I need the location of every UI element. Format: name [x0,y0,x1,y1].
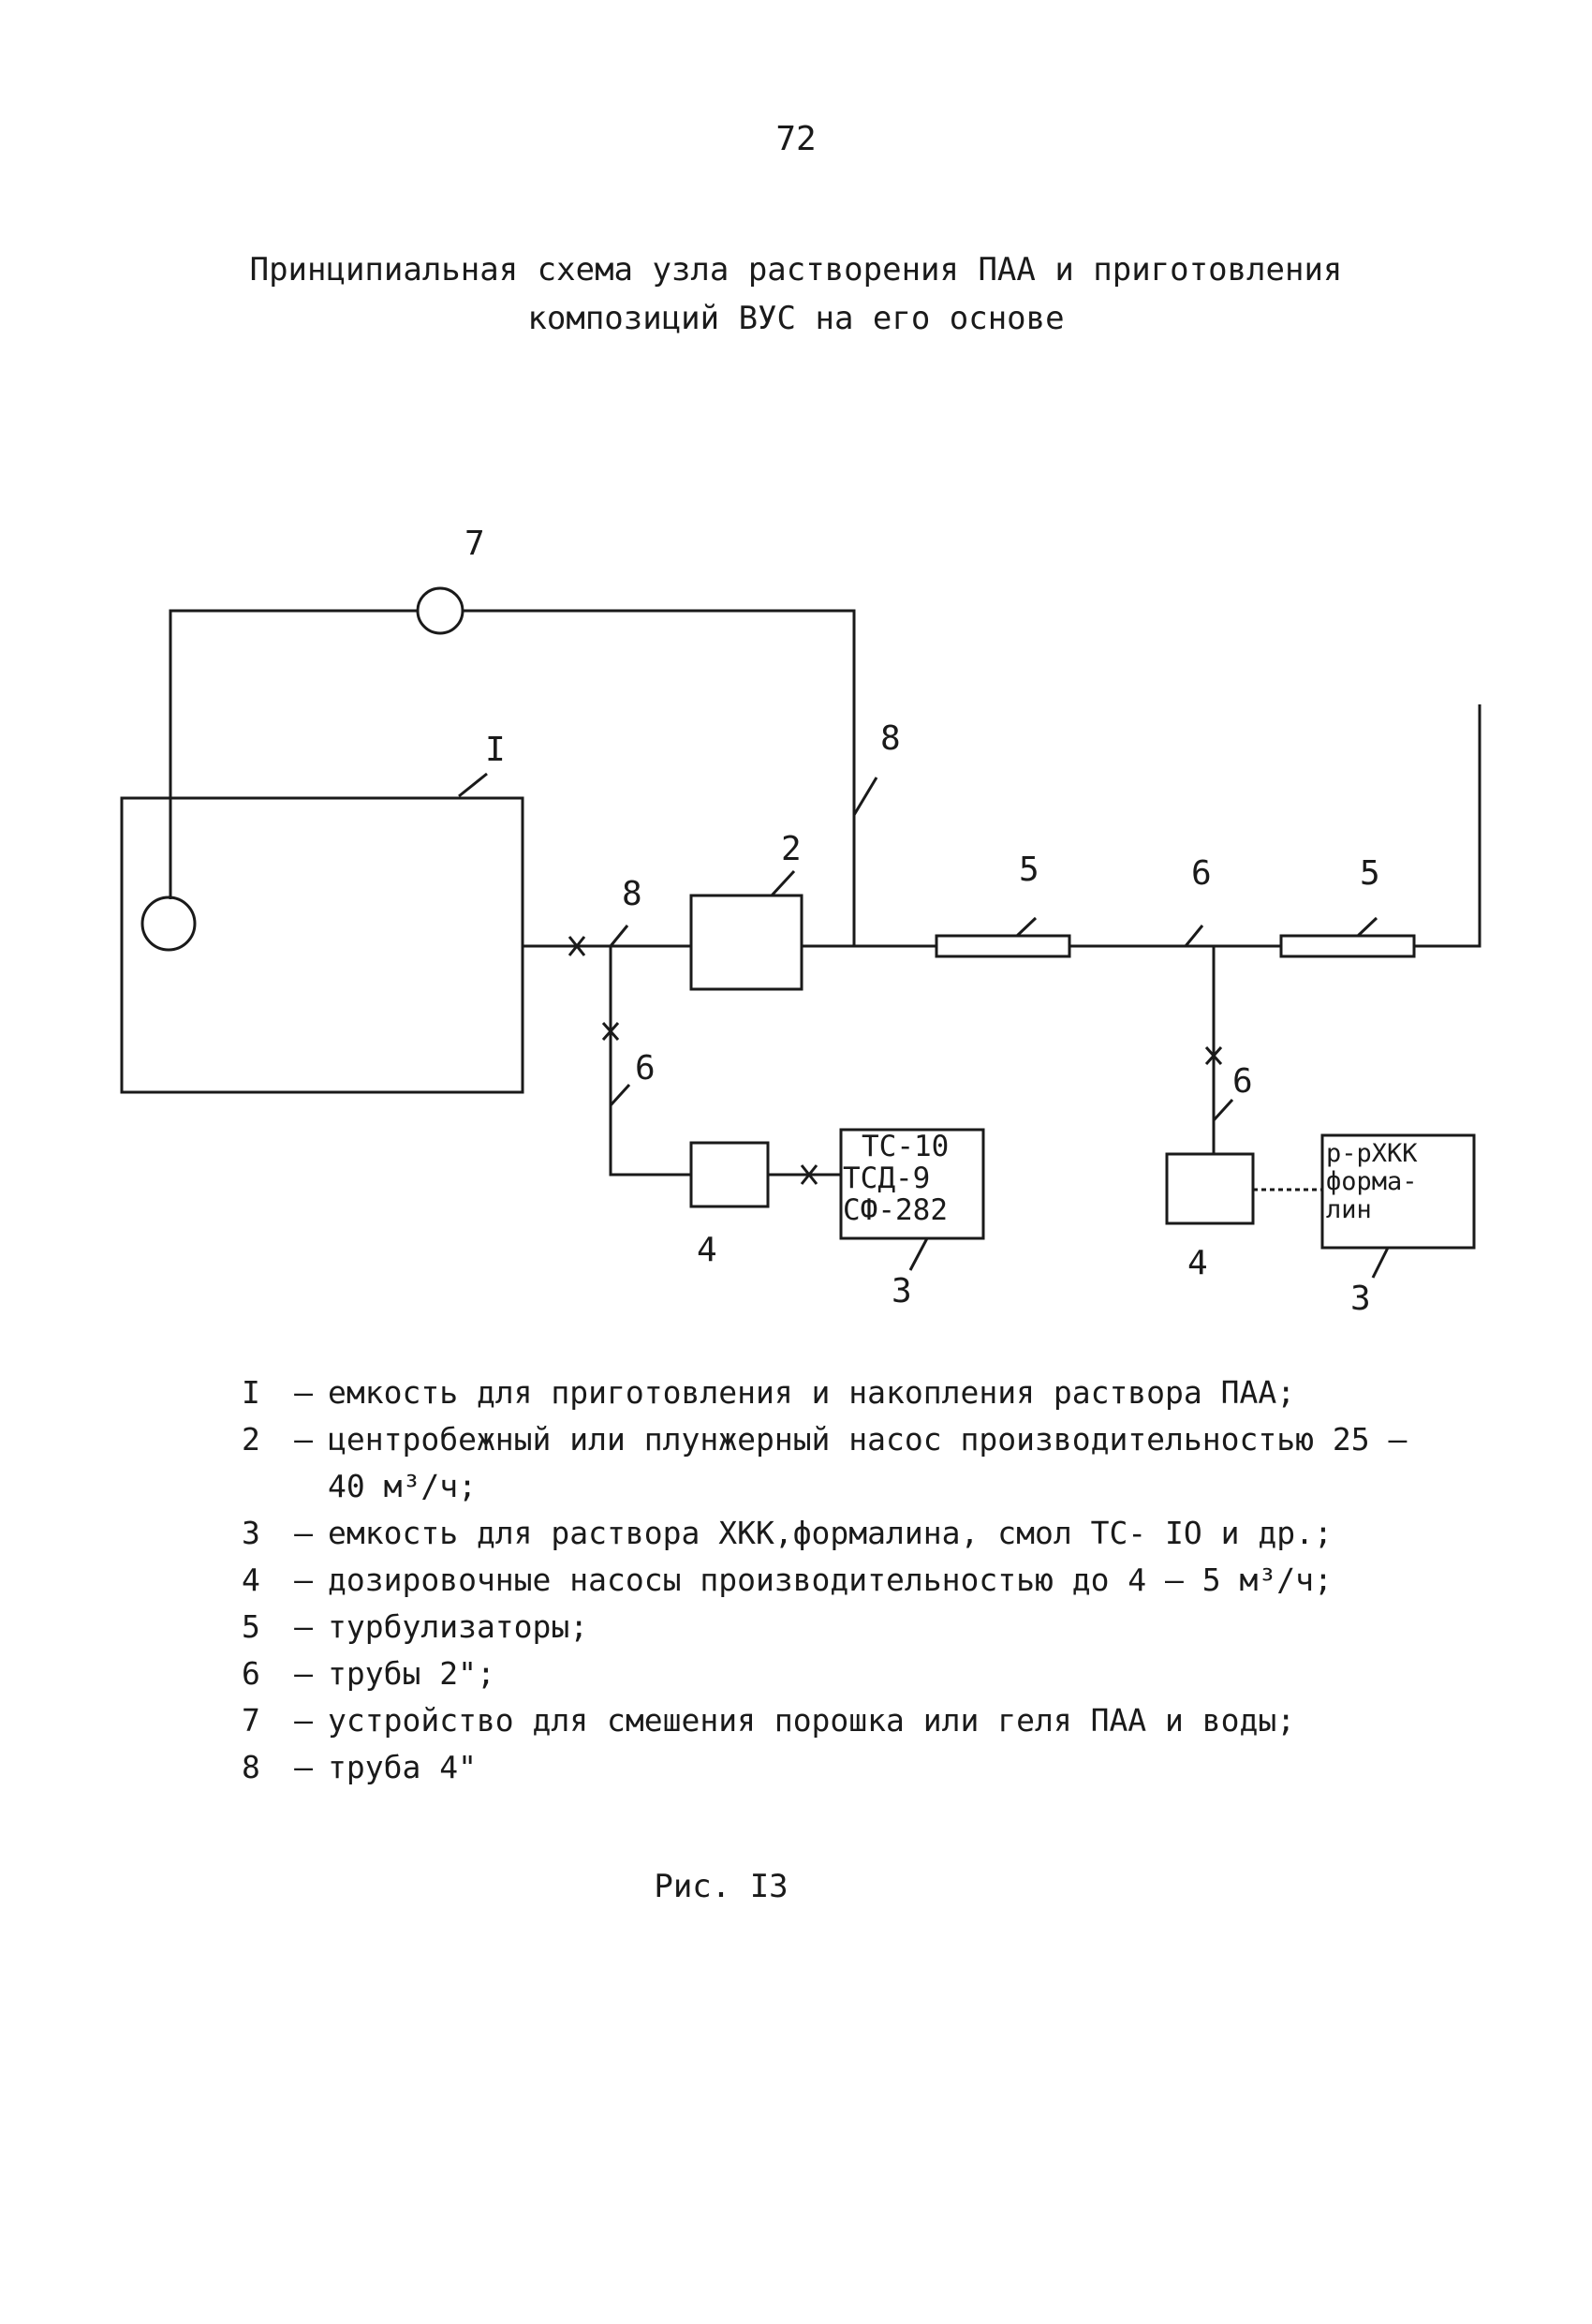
legend-item: 8 – труба 4" [242,1744,1422,1791]
label-doser-left: 4 [697,1231,717,1269]
leader-pump [770,869,796,897]
legend-text: емкость для раствора ХКК,формалина, смол… [328,1515,1333,1551]
figure-title-line-1: Принципиальная схема узла растворения ПА… [249,251,1343,289]
legend-number: 7 [242,1702,260,1739]
figure-title: Принципиальная схема узла растворения ПА… [0,245,1592,343]
leader-vessel-right [1371,1247,1390,1279]
leader-right-branch [1212,1098,1234,1122]
legend-dash: – [294,1608,313,1645]
leader-main-pipe [1184,925,1204,947]
label-tank: I [485,731,506,769]
vessel-right-line-1: р-рХКК [1326,1139,1418,1168]
doser-4-right [1165,1152,1255,1225]
label-left-branch: 6 [635,1049,656,1088]
legend-dash: – [294,1655,313,1692]
legend-item: 5 – турбулизаторы; [242,1604,1422,1650]
vessel-left-line-2: ТСД-9 [843,1162,930,1195]
legend-list: I – емкость для приготовления и накоплен… [242,1369,1422,1791]
figure-caption: Рис. I3 [654,1868,789,1905]
valve-inlet [568,936,586,956]
vessel-right-line-3: лин [1326,1195,1372,1224]
turbulizer-5-right [1279,934,1416,958]
legend-dash: – [294,1702,313,1739]
leader-return-pipe [852,777,878,816]
vessel-3-right [1320,1133,1476,1250]
mixer-device-7 [416,586,464,635]
leader-vessel-left [908,1237,929,1271]
label-return-pipe: 8 [880,719,901,758]
main-pipe-3 [1414,704,1481,948]
legend-text: центробежный или плунжерный насос произв… [328,1421,1408,1504]
label-main-pipe: 6 [1191,854,1212,893]
legend-number: 4 [242,1562,260,1598]
leader-tank [458,772,488,798]
legend-dash: – [294,1421,313,1458]
figure-title-line-2: композиций ВУС на его основе [527,300,1065,337]
left-branch-pipe [609,946,691,1177]
leader-turbulizer-left [1015,916,1038,938]
vessel-left-line-1: ТС-10 [862,1130,949,1163]
label-turbulizer-right: 5 [1360,854,1380,893]
legend-item: 3 – емкость для раствора ХКК,формалина, … [242,1510,1422,1557]
valve-left-branch [601,1022,620,1041]
vessel-left-line-3: СФ-282 [843,1193,948,1227]
label-turbulizer-left: 5 [1019,851,1039,889]
legend-text: турбулизаторы; [328,1608,589,1645]
legend-number: I [242,1374,260,1411]
legend-item: I – емкость для приготовления и накоплен… [242,1369,1422,1416]
vessel-right-line-2: форма- [1326,1167,1418,1196]
legend-number: 3 [242,1515,260,1551]
return-pipe-right [463,609,856,946]
legend-text: труба 4" [328,1749,477,1785]
label-right-branch: 6 [1232,1062,1253,1101]
legend-number: 6 [242,1655,260,1692]
legend-item: 7 – устройство для смешения порошка или … [242,1697,1422,1744]
pump-2 [689,894,803,991]
legend-number: 2 [242,1421,260,1458]
legend-text: трубы 2"; [328,1655,495,1692]
label-vessel-left: 3 [892,1272,912,1310]
label-pump: 2 [781,830,802,868]
label-mixer: 7 [464,525,485,563]
legend-dash: – [294,1749,313,1785]
doser-4-left [689,1141,770,1208]
legend-item: 6 – трубы 2"; [242,1650,1422,1697]
legend-number: 8 [242,1749,260,1785]
legend-dash: – [294,1515,313,1551]
valve-right-branch [1204,1046,1223,1065]
valve-left-doser [800,1164,818,1185]
return-pipe [169,609,418,899]
label-inlet-pipe: 8 [622,875,642,913]
label-vessel-right: 3 [1350,1280,1371,1318]
leader-inlet-pipe [609,925,629,947]
legend-number: 5 [242,1608,260,1645]
label-doser-right: 4 [1187,1244,1208,1282]
legend-text: устройство для смешения порошка или геля… [328,1702,1296,1739]
page-number: 72 [775,120,817,158]
legend-text: емкость для приготовления и накопления р… [328,1374,1296,1411]
legend-dash: – [294,1562,313,1598]
turbulizer-5-left [935,934,1071,958]
leader-left-branch [609,1083,631,1107]
legend-text: дозировочные насосы производительностью … [328,1562,1333,1598]
tank-inlet-circle [140,896,197,952]
leader-turbulizer-right [1356,916,1378,938]
legend-dash: – [294,1374,313,1411]
vessel-3-left [839,1128,985,1240]
legend-item: 2 – центробежный или плунжерный насос пр… [242,1416,1422,1510]
legend-item: 4 – дозировочные насосы производительнос… [242,1557,1422,1604]
